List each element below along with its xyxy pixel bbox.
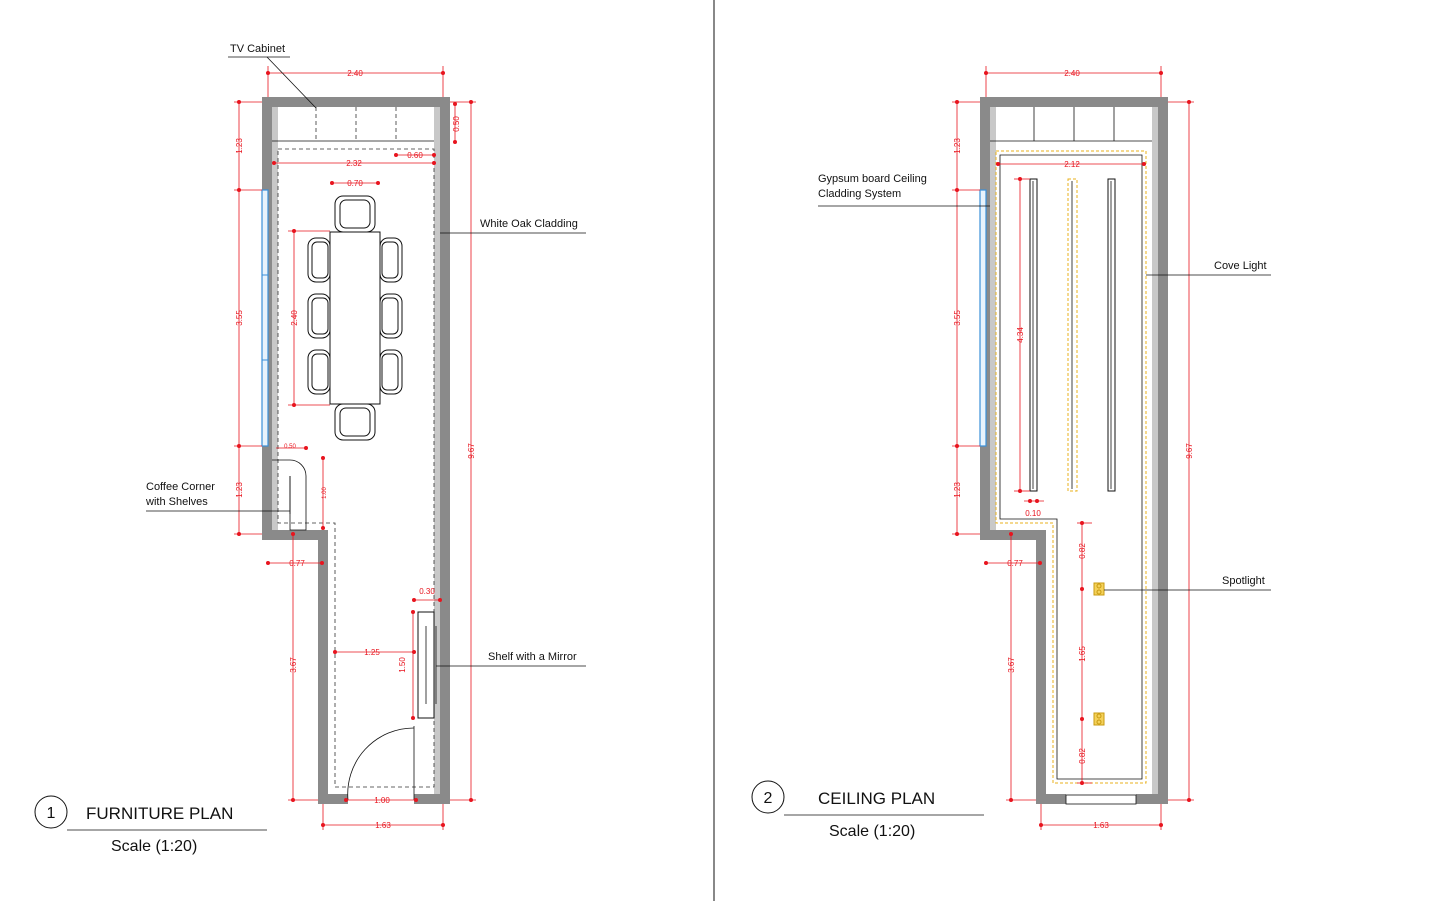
ceiling-dim-spot-bottom: 0.82 <box>1078 748 1087 764</box>
ceiling-number-circle <box>751 780 785 814</box>
plan-number-circle <box>34 795 68 829</box>
label-coffee-line2: with Shelves <box>145 496 208 508</box>
plan-number: 1 <box>47 805 56 822</box>
dim-door-width: 1.00 <box>374 796 390 805</box>
dim-table-length: 2.40 <box>290 310 299 326</box>
furniture-leaders <box>146 56 586 667</box>
furniture-plan: 2.40 0.50 0.60 2.32 0.70 2.40 1.23 3.55 … <box>34 43 586 855</box>
chair-bottom <box>334 403 376 441</box>
dim-cabinet-depth: 0.50 <box>452 116 461 132</box>
label-white-oak: White Oak Cladding <box>480 218 578 230</box>
ceiling-dimensions <box>952 66 1194 830</box>
dim-chair-width: 0.70 <box>347 179 363 188</box>
ceiling-window <box>979 189 987 447</box>
dim-left-top: 1.23 <box>235 138 244 154</box>
ceiling-dim-light-length: 4.34 <box>1016 327 1025 343</box>
furniture-dimensions <box>234 66 476 830</box>
tv-cabinet <box>272 107 434 142</box>
label-spotlight: Spotlight <box>1222 575 1265 587</box>
ceiling-dim-left-mid: 3.55 <box>953 310 962 326</box>
dim-bottom-width: 1.63 <box>375 821 391 830</box>
ceiling-dim-left-low: 1.23 <box>953 482 962 498</box>
dim-shelf-length: 1.50 <box>398 657 407 673</box>
ceiling-plan: 2.40 2.12 4.34 0.10 1.23 3.55 1.23 9.67 … <box>751 66 1271 840</box>
dim-total-length: 9.67 <box>467 443 476 459</box>
dim-cabinet-offset: 0.60 <box>407 151 423 160</box>
coffee-corner <box>272 459 307 531</box>
ceiling-dim-inner-width: 2.12 <box>1064 160 1080 169</box>
dim-left-mid: 3.55 <box>235 310 244 326</box>
furniture-window <box>261 189 269 447</box>
dining-set <box>307 195 403 441</box>
dim-lower-length: 3.67 <box>289 657 298 673</box>
cove-light-outline <box>995 150 1147 784</box>
dim-inner-width: 2.32 <box>346 159 362 168</box>
cladding-outline <box>277 148 435 788</box>
label-gypsum-line2: Cladding System <box>818 188 901 200</box>
shelf-mirror <box>417 611 437 719</box>
entry-door <box>347 726 415 801</box>
ceiling-title: CEILING PLAN <box>818 789 935 808</box>
ceiling-dim-spot-top: 0.82 <box>1078 543 1087 559</box>
dim-shelf-offset: 1.25 <box>364 648 380 657</box>
ceiling-title-block: 2 CEILING PLAN Scale (1:20) <box>751 780 984 840</box>
dim-step-width: 0.77 <box>289 559 305 568</box>
ceiling-dim-step-width: 0.77 <box>1007 559 1023 568</box>
dim-coffee-gap: 0.50 <box>284 444 296 450</box>
ceiling-dim-lower-length: 3.67 <box>1007 657 1016 673</box>
dim-left-low: 1.23 <box>235 482 244 498</box>
chairs-left <box>307 237 331 395</box>
label-gypsum-line1: Gypsum board Ceiling <box>818 173 927 185</box>
chairs-right <box>379 237 403 395</box>
label-coffee-line1: Coffee Corner <box>146 481 215 493</box>
plan-title: FURNITURE PLAN <box>86 804 233 823</box>
spotlights <box>1093 582 1105 726</box>
dining-table <box>329 231 381 405</box>
ceiling-dim-bottom-width: 1.63 <box>1093 821 1109 830</box>
ceiling-dim-spot-mid: 1.65 <box>1078 646 1087 662</box>
label-shelf-mirror: Shelf with a Mirror <box>488 651 577 663</box>
linear-lights <box>1029 178 1116 492</box>
label-cove-light: Cove Light <box>1214 260 1267 272</box>
ceiling-dim-left-top: 1.23 <box>953 138 962 154</box>
ceiling-number: 2 <box>764 790 773 807</box>
furniture-title-block: 1 FURNITURE PLAN Scale (1:20) <box>34 795 267 855</box>
ceiling-dim-total-length: 9.67 <box>1185 443 1194 459</box>
ceiling-dim-light-width: 0.10 <box>1025 509 1041 518</box>
plan-scale: Scale (1:20) <box>111 838 197 855</box>
ceiling-cabinet <box>990 107 1152 142</box>
dim-shelf-depth: 0.30 <box>419 587 435 596</box>
ceiling-leaders <box>818 205 1271 591</box>
dim-top-width: 2.40 <box>347 69 363 78</box>
ceiling-dim-top-width: 2.40 <box>1064 69 1080 78</box>
label-tv-cabinet: TV Cabinet <box>230 43 285 55</box>
chair-top <box>334 195 376 233</box>
ceiling-scale: Scale (1:20) <box>829 823 915 840</box>
dim-coffee-depth: 1.00 <box>322 487 328 499</box>
